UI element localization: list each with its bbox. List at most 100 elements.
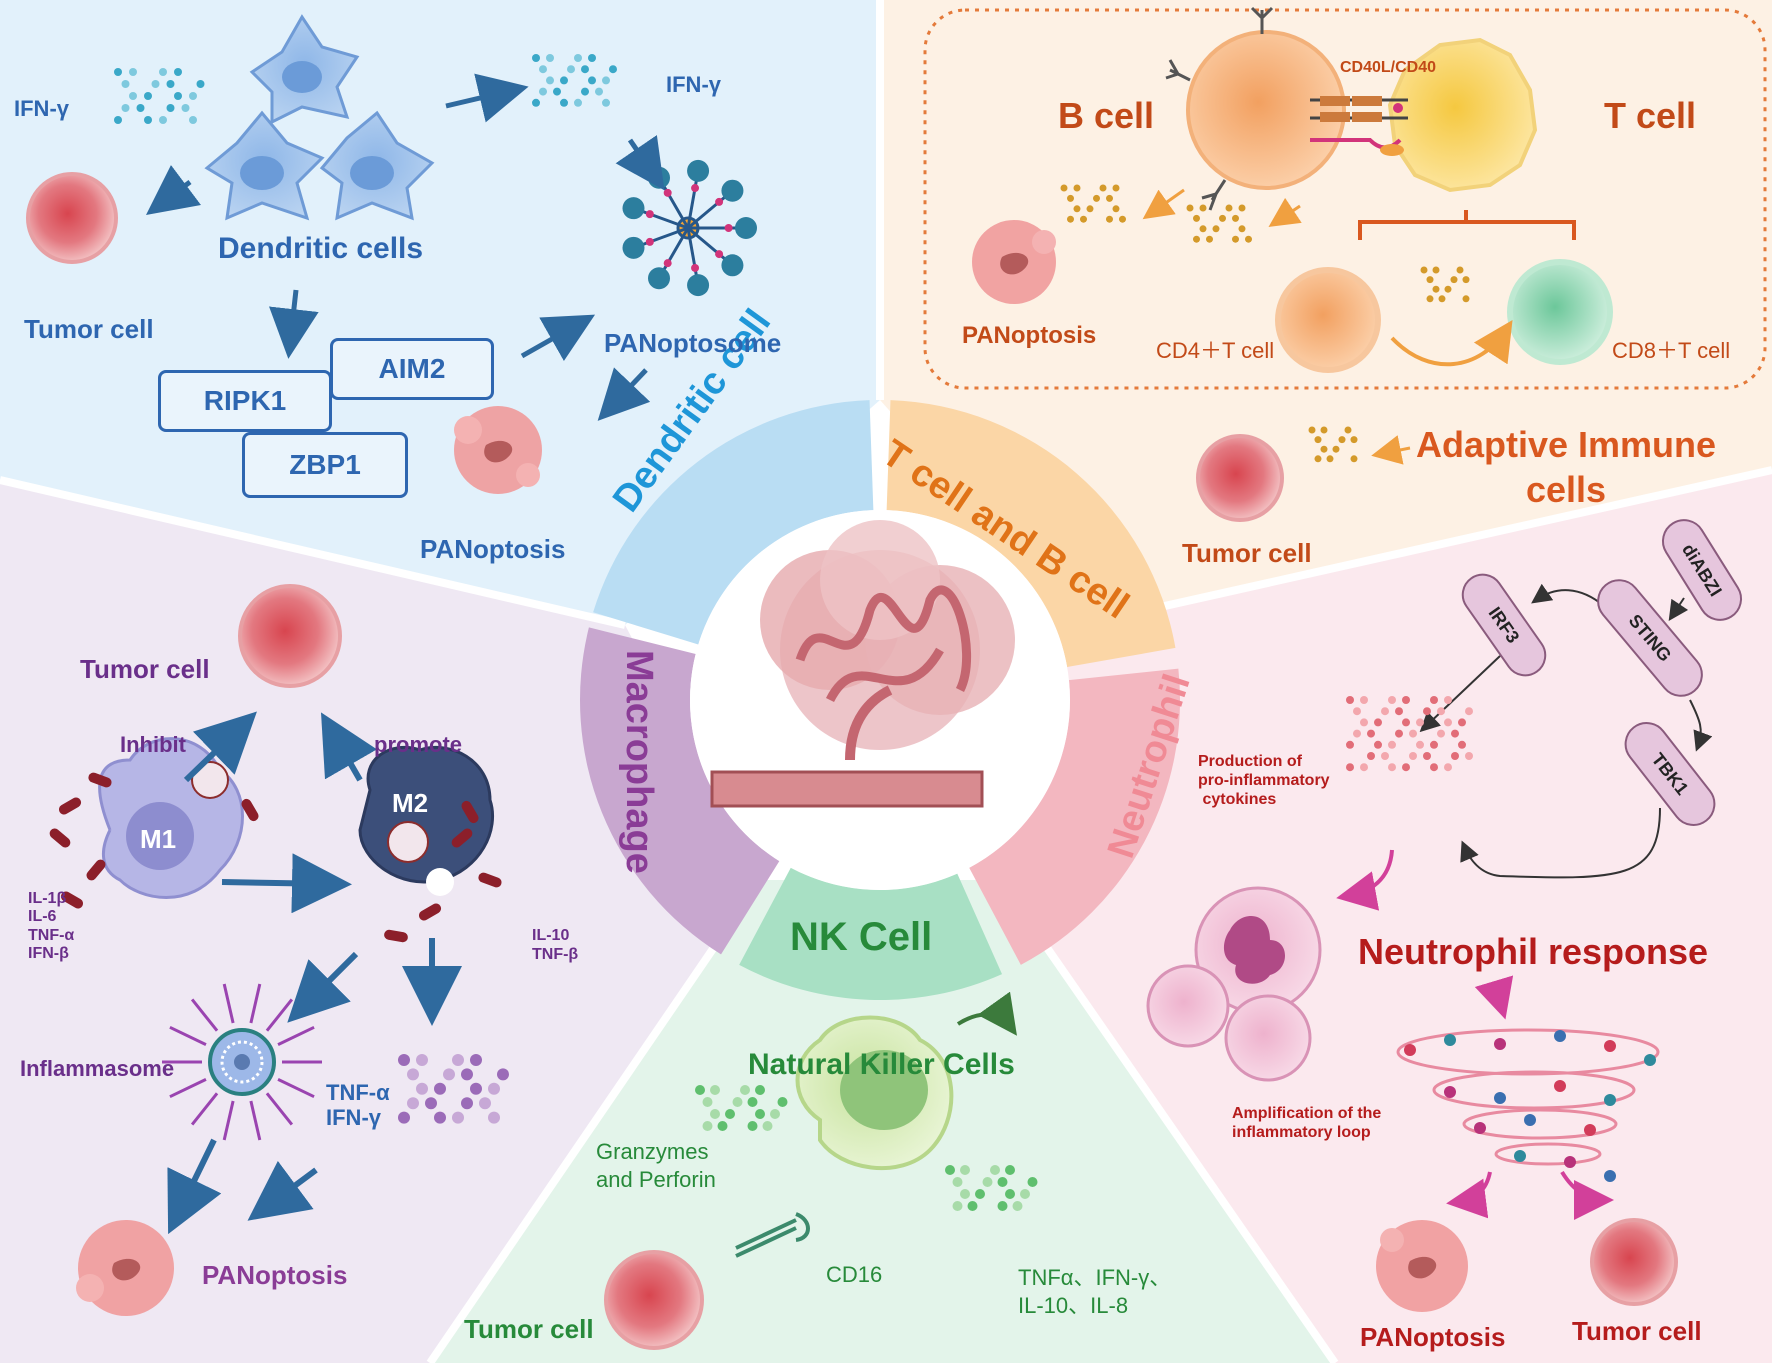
dot <box>1193 214 1200 222</box>
bacterium-rod <box>60 891 84 909</box>
dot <box>1199 225 1207 233</box>
dot <box>1225 204 1233 212</box>
dot <box>560 98 568 107</box>
bacterium-rod <box>461 800 479 824</box>
dot <box>1245 235 1252 243</box>
dot <box>1350 436 1358 444</box>
pano-node <box>622 236 645 259</box>
dot <box>1402 763 1410 772</box>
dot <box>1338 436 1346 444</box>
dot <box>1381 752 1389 760</box>
spiral-dot <box>1514 1150 1526 1162</box>
cd40-label: CD40L/CD40 <box>1340 59 1437 76</box>
arrow-m2-to-inflammasome <box>287 951 359 1023</box>
spiral-dot <box>1474 1122 1486 1134</box>
pano-dot <box>663 259 672 268</box>
dot <box>1005 1189 1015 1199</box>
dot <box>434 1082 446 1095</box>
macrophage-panel <box>0 480 760 1363</box>
dot <box>1416 718 1424 727</box>
arrow-dots-to-panoptosis <box>247 1160 318 1221</box>
dot <box>602 76 610 85</box>
dot <box>488 1082 500 1095</box>
dendritic-cells-label: Dendritic cells <box>218 232 424 265</box>
dot <box>461 1068 473 1081</box>
inflammasome-spoke <box>190 1092 219 1126</box>
dot <box>189 116 197 124</box>
spiral-dot <box>1604 1170 1616 1182</box>
dot <box>945 1165 955 1175</box>
dendritic-panoptosis-cell <box>454 406 542 494</box>
pano-dot <box>724 224 733 232</box>
dot <box>1012 1201 1023 1211</box>
dot <box>1438 295 1446 303</box>
dot <box>581 65 589 74</box>
bacterium-rod <box>88 772 112 788</box>
ifn-label-left: IFN-γ <box>14 96 69 121</box>
dot <box>181 104 190 112</box>
dot <box>1451 752 1459 760</box>
dot <box>1219 214 1226 222</box>
dot <box>189 92 197 100</box>
nk-tumor-label: Tumor cell <box>464 1314 594 1344</box>
inflammatory-loop-spiral <box>1396 1028 1660 1166</box>
dot <box>166 80 175 88</box>
cd16-label: CD16 <box>826 1262 883 1287</box>
bacterium-rod <box>241 798 259 822</box>
dot <box>196 80 205 88</box>
dot <box>1346 696 1354 704</box>
spiral-dot <box>1644 1054 1656 1066</box>
inflammasome-spoke <box>222 1100 235 1141</box>
dot <box>1199 204 1207 212</box>
cd16-receptor <box>735 1212 810 1258</box>
dot <box>975 1189 985 1199</box>
dot <box>1374 718 1382 727</box>
dot <box>1437 707 1445 716</box>
pano-node <box>721 254 744 277</box>
inflammasome-label: Inflammasome <box>20 1056 175 1081</box>
arrow-ifn-to-panoptosome <box>615 134 665 191</box>
inflammasome-spoke <box>222 983 235 1024</box>
neutrophil-cells <box>1146 886 1322 1082</box>
tb-dashed-frame <box>923 8 1767 390</box>
dot <box>159 68 167 76</box>
dot <box>1119 215 1126 223</box>
dot <box>1206 235 1213 243</box>
dot <box>532 98 540 107</box>
dot <box>407 1097 419 1110</box>
inflammasome-icon <box>162 983 322 1141</box>
dot <box>702 1097 713 1107</box>
dot <box>1395 729 1403 738</box>
dot <box>1409 729 1417 738</box>
dot <box>762 1121 773 1131</box>
inhibit-label: Inhibit <box>120 732 186 757</box>
arrow-loop-to-tumor <box>1560 1170 1614 1220</box>
arrow-inflammasome-to-panoptosis <box>167 1138 222 1235</box>
cytokine-dots-tb <box>1060 184 1470 463</box>
dot <box>1020 1189 1030 1199</box>
dot <box>1193 235 1200 243</box>
dot <box>1353 729 1361 738</box>
cytokine-dots-neutrophil <box>1346 696 1473 772</box>
spiral-dot <box>1604 1040 1616 1052</box>
pano-dot <box>691 184 700 193</box>
dot <box>1465 707 1473 716</box>
dot <box>174 68 182 76</box>
dot <box>1444 763 1452 772</box>
dot <box>1093 194 1100 202</box>
zbp1-box: ZBP1 <box>242 432 408 498</box>
dot <box>1106 215 1113 223</box>
dot <box>416 1082 428 1095</box>
tb-tumor-label: Tumor cell <box>1182 538 1312 568</box>
tb-tumor-cell <box>1196 434 1284 522</box>
b-cell-label: B cell <box>1058 95 1155 136</box>
dot <box>1462 295 1470 303</box>
dot <box>960 1165 970 1175</box>
cd4-cell <box>1275 267 1381 373</box>
dot <box>740 1085 750 1095</box>
dot <box>1314 436 1322 444</box>
pano-dot <box>645 237 654 246</box>
cd8-label: CD8＋T cell <box>1612 338 1731 363</box>
dot <box>166 104 175 112</box>
dot <box>470 1054 482 1066</box>
